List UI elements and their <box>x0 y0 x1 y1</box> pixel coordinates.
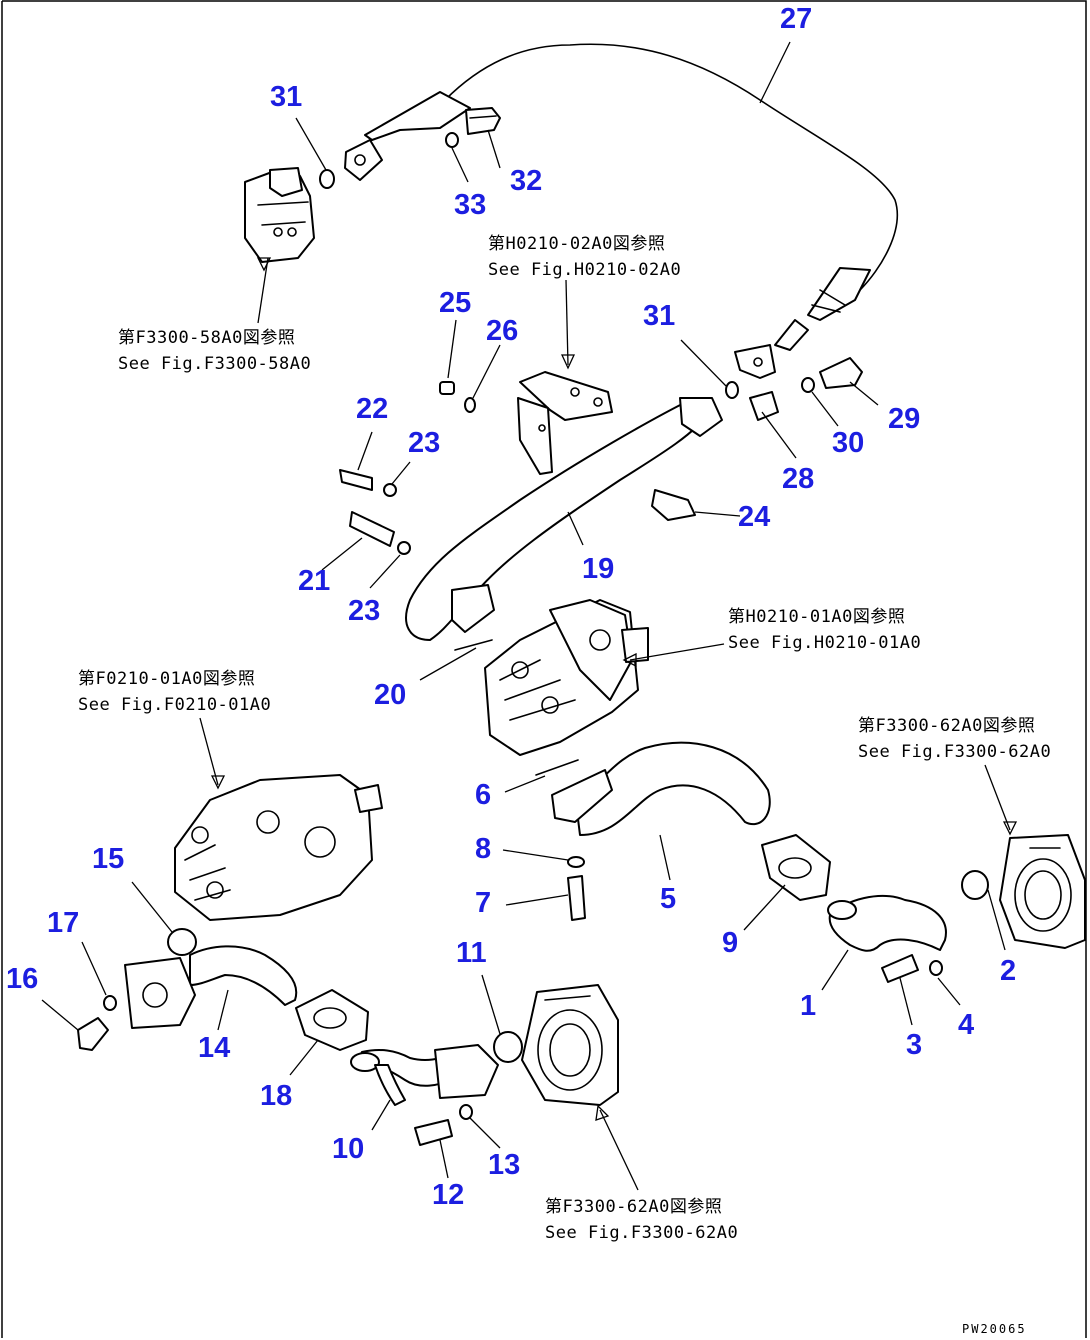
o-ring-31-top <box>319 169 335 189</box>
callout-21: 21 <box>298 565 330 597</box>
callout-33: 33 <box>454 189 486 221</box>
callout-14: 14 <box>198 1032 230 1064</box>
pipe-5 <box>551 741 771 836</box>
bolt-16 <box>77 1017 109 1051</box>
ref-tank-right-ja: 第F3300-62A0図参照 <box>858 716 1035 736</box>
callout-32: 32 <box>510 165 542 197</box>
callout-27: 27 <box>780 3 812 35</box>
tank-bottom <box>521 984 619 1106</box>
callout-5: 5 <box>660 883 676 915</box>
callout-12: 12 <box>432 1179 464 1211</box>
washer-26 <box>464 397 476 413</box>
bolt-3 <box>881 954 919 983</box>
callout-4: 4 <box>958 1009 974 1041</box>
washer-4 <box>929 960 943 976</box>
pipe-10 <box>350 1044 499 1106</box>
callout-29: 29 <box>888 403 920 435</box>
reference-notes: 第F3300-58A0図参照 See Fig.F3300-58A0 第H0210… <box>78 234 1051 1243</box>
o-ring-31-right <box>725 381 739 399</box>
ref-tank-right-en: See Fig.F3300-62A0 <box>858 742 1051 762</box>
callout-16: 16 <box>6 963 38 995</box>
bolt-12 <box>414 1119 453 1146</box>
callout-30: 30 <box>832 427 864 459</box>
bolt-32 <box>465 107 501 135</box>
ref-valve-en: See Fig.F3300-58A0 <box>118 354 311 374</box>
bolt-21 <box>349 511 395 547</box>
ref-pump2-ja: 第F0210-01A0図参照 <box>78 669 255 689</box>
ref-tank-bottom-ja: 第F3300-62A0図参照 <box>545 1197 722 1217</box>
coupling-9 <box>761 834 831 901</box>
washer-23-upper <box>383 483 397 497</box>
callout-11: 11 <box>456 937 487 969</box>
washer-30 <box>801 377 815 393</box>
ref-pump-en: See Fig.H0210-01A0 <box>728 633 921 653</box>
washer-17 <box>103 995 117 1011</box>
bolt-7 <box>567 875 586 921</box>
callout-10: 10 <box>332 1133 364 1165</box>
callout-25: 25 <box>439 287 471 319</box>
o-ring-6 <box>535 759 579 776</box>
callout-31-top: 31 <box>270 81 302 113</box>
coupling-18 <box>295 989 369 1051</box>
callout-22: 22 <box>356 393 388 425</box>
callout-23-upper: 23 <box>408 427 440 459</box>
washer-13 <box>459 1104 473 1120</box>
pipe-19 <box>405 397 723 641</box>
callout-19: 19 <box>582 553 614 585</box>
callout-3: 3 <box>906 1029 922 1061</box>
callout-13: 13 <box>488 1149 520 1181</box>
callout-15: 15 <box>92 843 124 875</box>
callout-2: 2 <box>1000 955 1016 987</box>
tank-right <box>999 834 1086 949</box>
bolt-22 <box>339 469 373 491</box>
washer-8 <box>567 856 585 868</box>
washer-33 <box>445 132 459 148</box>
ref-pump2-en: See Fig.F0210-01A0 <box>78 695 271 715</box>
o-ring-11 <box>493 1031 523 1063</box>
callout-28: 28 <box>782 463 814 495</box>
ref-tank-bottom-en: See Fig.F3300-62A0 <box>545 1223 738 1243</box>
callout-24: 24 <box>738 501 770 533</box>
pipe-14 <box>124 945 298 1029</box>
ref-bracket-en: See Fig.H0210-02A0 <box>488 260 681 280</box>
callout-26: 26 <box>486 315 518 347</box>
callout-17: 17 <box>47 907 79 939</box>
ref-bracket-ja: 第H0210-02A0図参照 <box>488 234 665 254</box>
callout-7: 7 <box>475 887 491 919</box>
callout-9: 9 <box>722 927 738 959</box>
nut-25 <box>439 381 455 395</box>
callout-numbers: 27 31 32 33 25 26 31 22 23 29 30 28 24 1… <box>6 3 1016 1211</box>
o-ring-15 <box>167 928 197 956</box>
pipe-1 <box>827 894 947 952</box>
o-ring-20 <box>454 639 493 651</box>
hose-27 <box>344 43 899 379</box>
o-ring-2 <box>961 870 989 900</box>
ref-valve-ja: 第F3300-58A0図参照 <box>118 328 295 348</box>
valve-block <box>244 167 315 263</box>
callout-18: 18 <box>260 1080 292 1112</box>
callout-1: 1 <box>800 990 816 1022</box>
callout-31-right: 31 <box>643 300 675 332</box>
clamp-24 <box>651 489 696 521</box>
bracket <box>517 371 613 475</box>
callout-20: 20 <box>374 679 406 711</box>
callout-8: 8 <box>475 833 491 865</box>
callout-23-lower: 23 <box>348 595 380 627</box>
pump-lower <box>174 774 383 921</box>
washer-23-lower <box>397 541 411 555</box>
clamp-28 <box>749 391 779 421</box>
bolt-29 <box>819 357 863 389</box>
leader-lines <box>41 41 1018 1191</box>
callout-6: 6 <box>475 779 491 811</box>
footer-code: PW20065 <box>962 1322 1027 1336</box>
pump-upper <box>484 599 649 756</box>
ref-pump-ja: 第H0210-01A0図参照 <box>728 607 905 627</box>
